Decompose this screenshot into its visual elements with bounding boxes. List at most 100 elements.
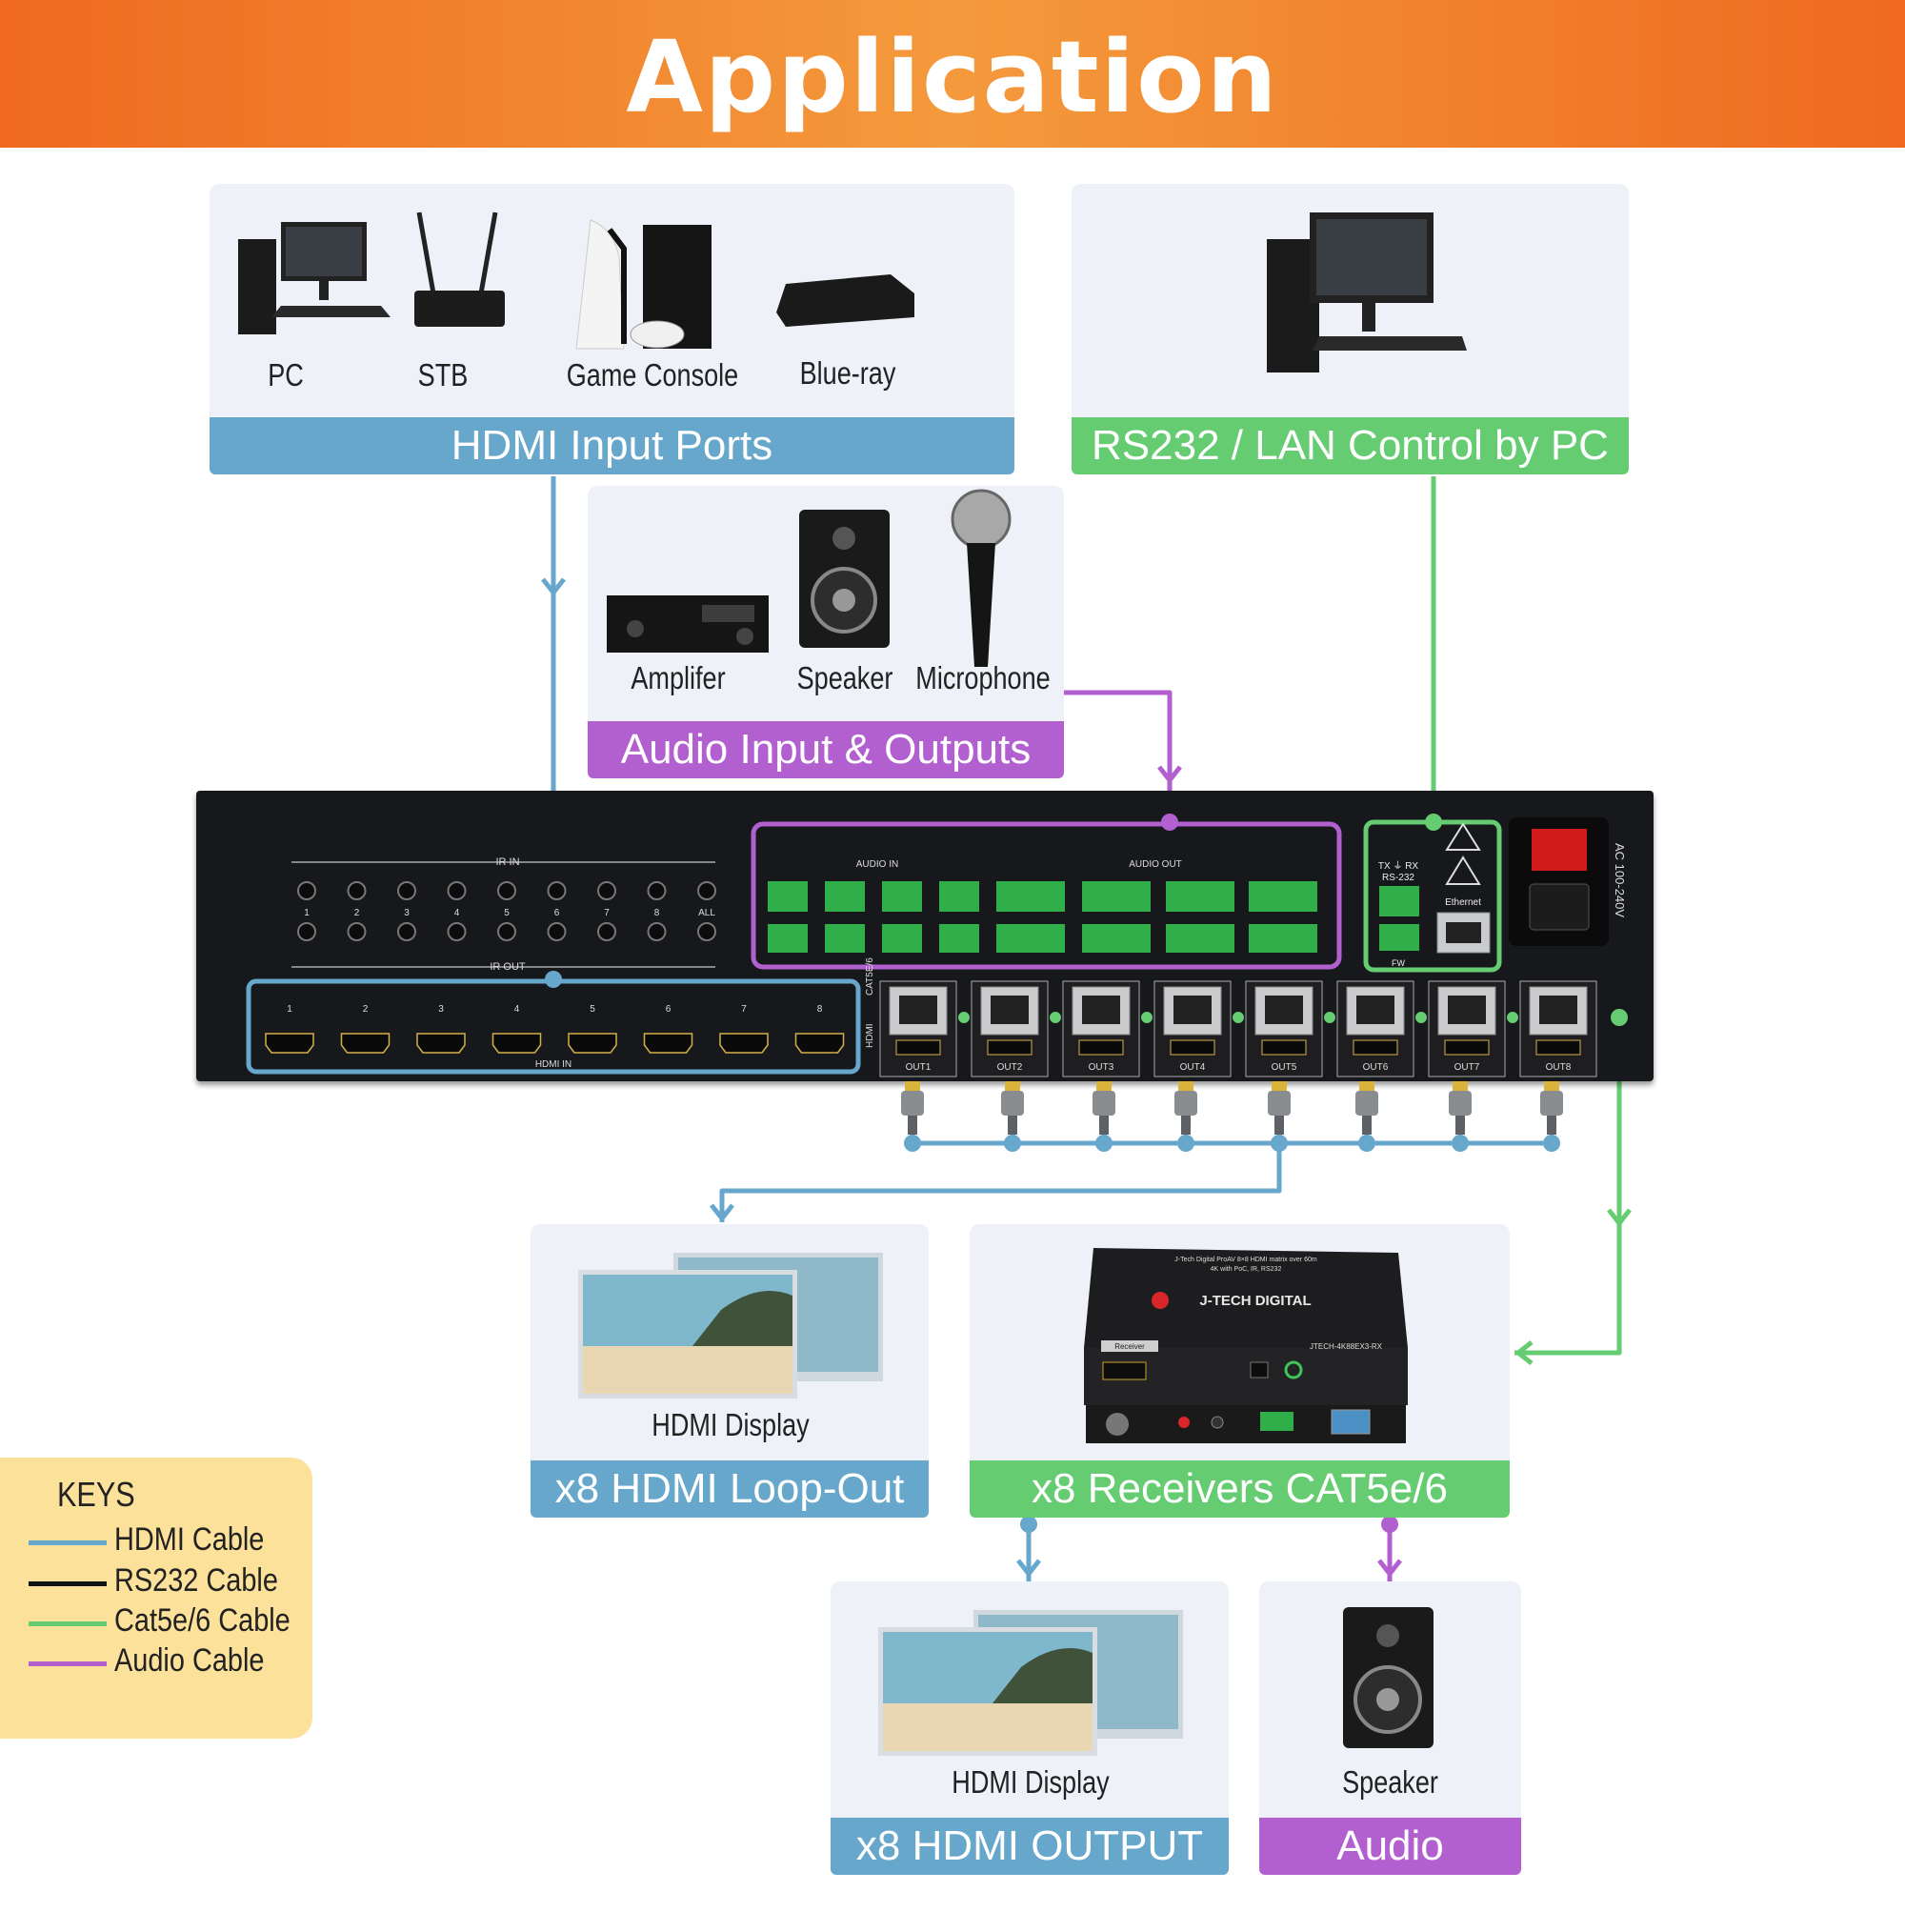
loop-out-panel: HDMI Display x8 HDMI Loop-Out bbox=[531, 1224, 929, 1518]
ir-in-jack-6 bbox=[547, 881, 567, 900]
hdmi-in-port-6 bbox=[643, 1033, 693, 1054]
cat-out-junction bbox=[1611, 1009, 1628, 1026]
hdmi-input-arrow bbox=[541, 577, 566, 595]
cable-junction-7 bbox=[1452, 1135, 1469, 1152]
control-bar: RS232 / LAN Control by PC bbox=[1072, 417, 1629, 474]
rs232-pins-label: TX ⏚ RX bbox=[1378, 860, 1419, 872]
output-hdmi-6 bbox=[1353, 1039, 1398, 1056]
cable-junction-4 bbox=[1177, 1135, 1194, 1152]
receiver-tagline: J-Tech Digital ProAV 8×8 HDMI matrix ove… bbox=[1174, 1257, 1317, 1263]
audio-terminal-top-1 bbox=[768, 881, 808, 912]
audio-highlight bbox=[751, 821, 1342, 970]
hdmi-in-port-label-4: 4 bbox=[514, 1004, 520, 1015]
audio-outputs-panel: Speaker Audio Outputs bbox=[1259, 1581, 1521, 1926]
receiver-badge: Receiver bbox=[1114, 1342, 1145, 1351]
ir-port-label-8: 8 bbox=[654, 908, 660, 918]
output-speaker-icon bbox=[1343, 1607, 1434, 1748]
audio-panel: Amplifer Speaker Microphone Audio Input … bbox=[588, 486, 1064, 778]
fw-label: FW bbox=[1392, 958, 1405, 968]
cable-plug-3 bbox=[1093, 1091, 1115, 1116]
hdmi-in-junction bbox=[545, 971, 562, 988]
cable-plug-6 bbox=[1355, 1091, 1378, 1116]
key-swatch-rs232 bbox=[29, 1581, 107, 1586]
key-swatch-audio bbox=[29, 1661, 107, 1666]
ir-in-label: IR IN bbox=[495, 856, 519, 868]
key-swatch-cat bbox=[29, 1621, 107, 1626]
receiver-model: JTECH-4K88EX3-RX bbox=[1310, 1342, 1383, 1351]
ir-port-label-4: 4 bbox=[454, 908, 460, 918]
ir-out-jack-2 bbox=[347, 922, 367, 941]
cable-junction-2 bbox=[1004, 1135, 1021, 1152]
audio-terminal-bottom-2 bbox=[825, 924, 865, 953]
rs232-label: RS-232 bbox=[1382, 873, 1414, 883]
device-label-pc: PC bbox=[268, 357, 304, 392]
device-label-amplifier: Amplifer bbox=[631, 660, 726, 695]
audio-terminal-top-4 bbox=[939, 881, 979, 912]
audio-terminal-bottom-8 bbox=[1249, 924, 1317, 953]
cat-out-line bbox=[1514, 1010, 1622, 1356]
cable-junction-8 bbox=[1543, 1135, 1560, 1152]
page-title: Application bbox=[626, 19, 1279, 135]
microphone-icon bbox=[951, 489, 1012, 667]
cable-plug-7 bbox=[1449, 1091, 1472, 1116]
power-label: AC 100-240V bbox=[1613, 843, 1627, 917]
hdmi-in-port-label-5: 5 bbox=[590, 1004, 595, 1015]
device-label-microphone: Microphone bbox=[915, 660, 1051, 695]
ir-port-label-2: 2 bbox=[354, 908, 360, 918]
ir-out-jack-4 bbox=[447, 922, 467, 941]
output-label-7: OUT7 bbox=[1454, 1062, 1480, 1073]
ir-out-jack-7 bbox=[597, 922, 616, 941]
hdmi-in-port-label-3: 3 bbox=[438, 1004, 444, 1015]
keys-legend: KEYS HDMI Cable RS232 Cable Cat5e/6 Cabl… bbox=[0, 1458, 312, 1739]
audio-out-label: AUDIO OUT bbox=[1129, 859, 1182, 870]
ir-out-jack-3 bbox=[397, 922, 416, 941]
output-label-3: OUT3 bbox=[1089, 1062, 1114, 1073]
output-hdmi-7 bbox=[1444, 1039, 1490, 1056]
device-label-game-console: Game Console bbox=[566, 357, 739, 392]
hdmi-in-port-label-2: 2 bbox=[363, 1004, 369, 1015]
audio-terminal-bottom-3 bbox=[882, 924, 922, 953]
ir-port-label-9: ALL bbox=[698, 908, 715, 918]
audio-terminal-top-8 bbox=[1249, 881, 1317, 912]
ir-in-jack-5 bbox=[497, 881, 516, 900]
audio-terminal-bottom-6 bbox=[1082, 924, 1151, 953]
ethernet-label: Ethernet bbox=[1445, 897, 1481, 908]
audio-outputs-bar: Audio Outputs bbox=[1259, 1818, 1521, 1926]
output-hdmi-8 bbox=[1535, 1039, 1581, 1056]
hdmi-in-port-7 bbox=[719, 1033, 769, 1054]
hdmi-in-port-label-6: 6 bbox=[666, 1004, 672, 1015]
cable-junction-5 bbox=[1271, 1135, 1288, 1152]
output-hdmi-5 bbox=[1261, 1039, 1307, 1056]
ir-out-jack-9 bbox=[697, 922, 716, 941]
cat-out-arrow bbox=[1607, 1208, 1632, 1226]
hdmi-in-port-1 bbox=[265, 1033, 314, 1054]
device-label-stb: STB bbox=[417, 357, 469, 392]
audio-terminal-bottom-5 bbox=[996, 924, 1065, 953]
ir-out-jack-8 bbox=[647, 922, 667, 941]
receiver-brand: J-TECH DIGITAL bbox=[1199, 1293, 1311, 1309]
ir-in-jack-4 bbox=[447, 881, 467, 900]
output-hdmi-2 bbox=[987, 1039, 1033, 1056]
game-console-icon bbox=[575, 219, 712, 350]
rx-hdmi-arrow bbox=[1016, 1559, 1041, 1577]
output-label-1: OUT1 bbox=[906, 1062, 932, 1073]
cable-plug-5 bbox=[1268, 1091, 1291, 1116]
ir-out-label: IR OUT bbox=[490, 961, 526, 973]
loop-out-bar: x8 HDMI Loop-Out bbox=[531, 1460, 929, 1518]
output-display-icon bbox=[878, 1610, 1183, 1756]
hdmi-in-port-8 bbox=[794, 1033, 845, 1054]
audio-terminal-bottom-7 bbox=[1166, 924, 1234, 953]
output-label-5: OUT5 bbox=[1272, 1062, 1297, 1073]
cat-label: CAT5E/6 bbox=[865, 957, 875, 996]
ir-out-jack-1 bbox=[297, 922, 316, 941]
hdmi-in-port-label-1: 1 bbox=[287, 1004, 292, 1015]
output-label-6: OUT6 bbox=[1363, 1062, 1389, 1073]
hdmi-in-label: HDMI IN bbox=[535, 1059, 572, 1070]
cable-plug-8 bbox=[1540, 1091, 1563, 1116]
ir-in-jack-7 bbox=[597, 881, 616, 900]
audio-in-label: AUDIO IN bbox=[856, 859, 898, 870]
ir-in-jack-2 bbox=[347, 881, 367, 900]
hdmi-in-highlight bbox=[246, 978, 861, 1075]
cable-junction-3 bbox=[1095, 1135, 1113, 1152]
